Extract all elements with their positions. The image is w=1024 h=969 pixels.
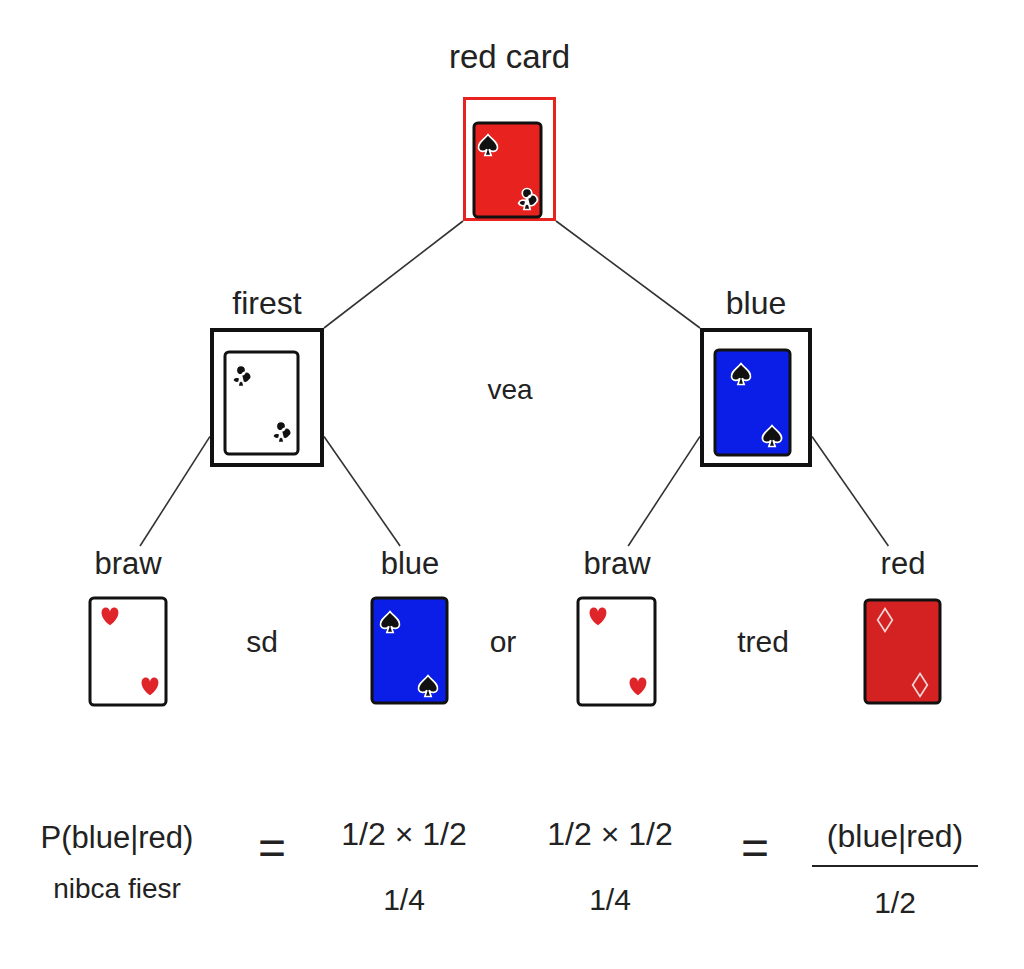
note-text: or — [490, 625, 517, 660]
spade-symbol — [731, 364, 750, 385]
card-box: blue — [700, 328, 812, 467]
card-face — [90, 598, 166, 705]
card-heading: red — [881, 546, 926, 582]
formula-text: 1/2 × 1/2 — [547, 816, 672, 853]
playing-card — [863, 598, 942, 705]
card-face — [474, 123, 541, 217]
note-text: sd — [246, 625, 278, 660]
tree-branch — [812, 436, 888, 546]
formula-text: = — [741, 820, 769, 875]
card-box: firest — [210, 328, 324, 467]
formula-text: 1/4 — [589, 883, 631, 918]
spade-symbol — [762, 426, 781, 447]
club-symbol — [519, 189, 538, 210]
card-heading: red card — [449, 38, 570, 76]
tree-branch — [324, 221, 463, 328]
playing-card — [223, 350, 300, 456]
playing-card — [472, 121, 543, 219]
diamond-symbol — [913, 673, 928, 696]
spade-symbol — [418, 676, 437, 697]
spade-symbol — [380, 612, 399, 633]
club-symbol — [273, 422, 292, 443]
card-node: blue — [365, 546, 455, 708]
tree-branch — [628, 436, 700, 546]
heart-symbol — [630, 678, 647, 696]
playing-card — [370, 596, 449, 705]
formula-text: (blue|red) — [827, 818, 963, 855]
formula-text: nibca fiesr — [53, 873, 181, 905]
card-face — [578, 598, 655, 705]
card-heading: braw — [94, 546, 161, 582]
tree-branch — [140, 436, 210, 546]
playing-card — [713, 348, 792, 457]
card-box: red card — [463, 97, 556, 221]
spade-symbol — [478, 135, 497, 156]
diamond-symbol — [878, 608, 893, 631]
tree-branch — [556, 221, 700, 328]
club-symbol — [233, 366, 252, 387]
card-heading: braw — [583, 546, 650, 582]
card-heading: firest — [232, 285, 301, 322]
formula-text: = — [258, 820, 286, 875]
tree-branch — [324, 436, 400, 546]
card-face — [715, 350, 790, 455]
card-node: braw — [85, 546, 171, 708]
heart-symbol — [590, 608, 607, 626]
formula-text: 1/2 — [874, 886, 916, 921]
card-face — [372, 598, 447, 703]
note-text: tred — [737, 625, 789, 660]
playing-card — [576, 596, 657, 707]
card-heading: blue — [381, 546, 440, 582]
card-face — [865, 600, 940, 703]
card-heading: blue — [726, 285, 787, 322]
playing-card — [88, 596, 168, 707]
formula-text: P(blue|red) — [41, 820, 194, 856]
fraction-bar — [812, 865, 978, 867]
formula-text: 1/2 × 1/2 — [341, 816, 466, 853]
note-text: vea — [487, 374, 532, 406]
formula-text: 1/4 — [383, 883, 425, 918]
heart-symbol — [102, 608, 119, 626]
card-face — [225, 352, 298, 454]
card-node: red — [860, 546, 946, 708]
heart-symbol — [142, 678, 159, 696]
card-node: braw — [574, 546, 660, 708]
